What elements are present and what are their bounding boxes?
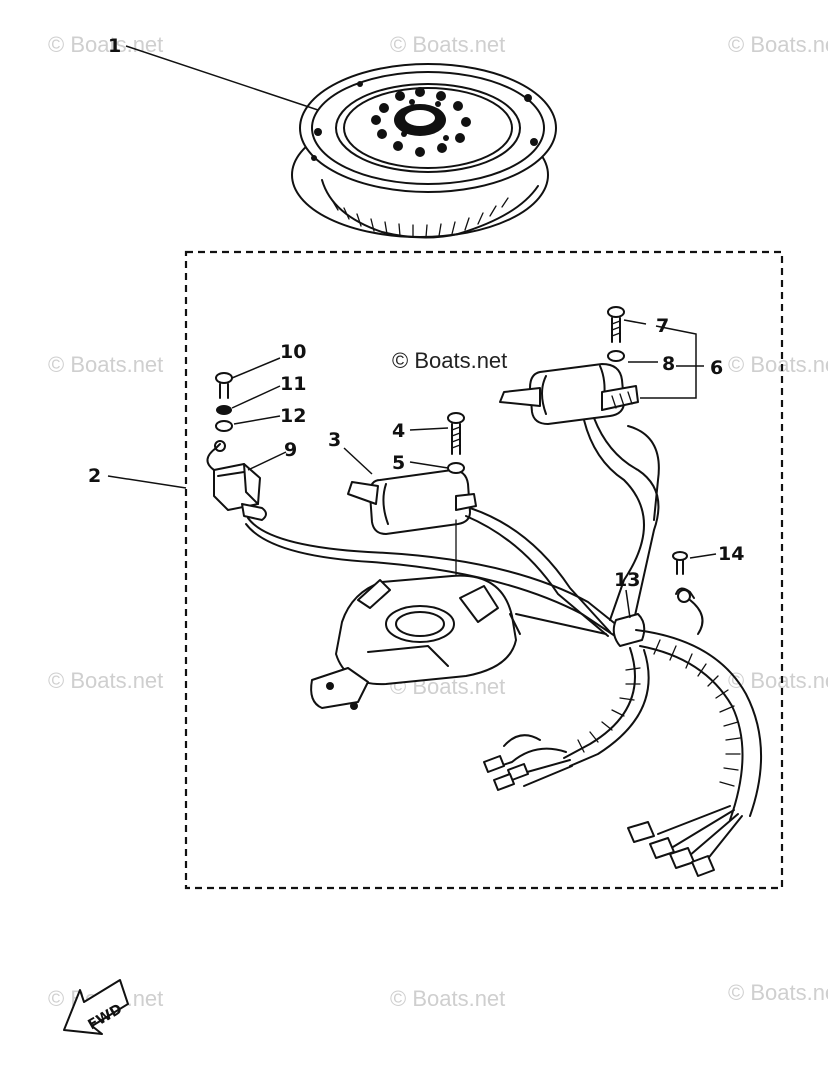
- callout-6: 6: [710, 357, 723, 379]
- callout-leaders: [107, 45, 717, 619]
- assembly-boundary: [184, 250, 784, 890]
- watermark: © Boats.net: [728, 32, 828, 57]
- callout-9: 9: [284, 439, 297, 461]
- watermark-center: © Boats.net: [392, 348, 507, 373]
- wire-harness: [245, 417, 762, 877]
- callout-11: 11: [280, 373, 306, 395]
- callout-3: 3: [328, 429, 341, 451]
- watermarks: © Boats.net © Boats.net © Boats.net © Bo…: [48, 32, 828, 1011]
- washer-5: [447, 462, 465, 474]
- watermark: © Boats.net: [48, 32, 163, 57]
- screw-10: [215, 372, 233, 399]
- screw-4: [447, 412, 465, 455]
- watermark: © Boats.net: [728, 668, 828, 693]
- flywheel: [291, 63, 557, 239]
- screw-7: [607, 306, 625, 343]
- washer-11: [216, 405, 232, 415]
- callout-labels: 1 2 3 4 5 6 7 8 9 10 11 12 13 14: [88, 35, 744, 591]
- callout-14: 14: [718, 543, 744, 565]
- charge-coil: [499, 363, 639, 425]
- ignition-coil: [347, 469, 477, 535]
- washer-12: [215, 420, 233, 432]
- watermark: © Boats.net: [48, 668, 163, 693]
- callout-2: 2: [88, 465, 101, 487]
- stator-base: [310, 574, 521, 710]
- callout-1: 1: [108, 35, 121, 57]
- callout-7: 7: [656, 315, 669, 337]
- watermark: © Boats.net: [390, 986, 505, 1011]
- watermark: © Boats.net: [390, 32, 505, 57]
- watermark: © Boats.net: [728, 980, 828, 1005]
- pulser-coil: [206, 443, 267, 521]
- callout-10: 10: [280, 341, 306, 363]
- watermark: © Boats.net: [48, 352, 163, 377]
- watermark: © Boats.net: [728, 352, 828, 377]
- callout-5: 5: [392, 452, 405, 474]
- callout-12: 12: [280, 405, 306, 427]
- callout-8: 8: [662, 353, 675, 375]
- callout-4: 4: [392, 420, 405, 442]
- callout-13: 13: [614, 569, 640, 591]
- washer-8: [607, 350, 625, 362]
